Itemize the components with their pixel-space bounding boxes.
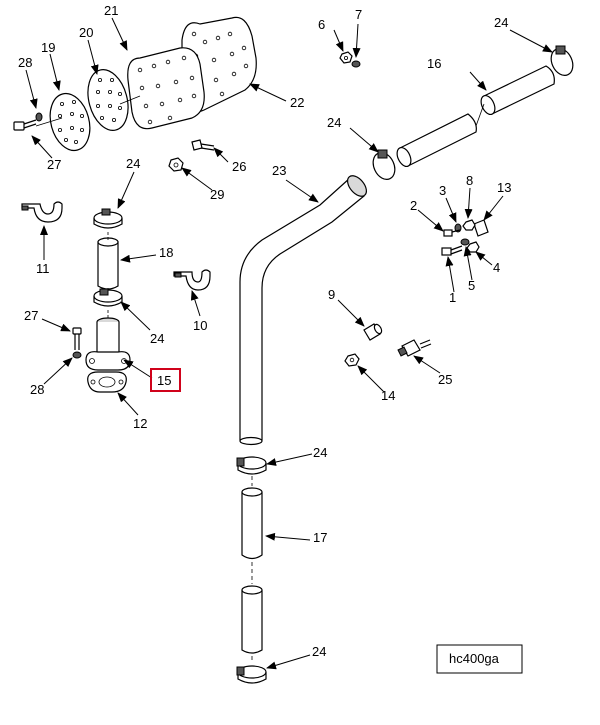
callout-24-top-right: 24	[494, 15, 508, 30]
clamp-24-elbow	[372, 149, 396, 180]
callout-24-mid-upper: 24	[313, 445, 327, 460]
bolt-27-lower	[72, 327, 82, 350]
stud-26	[191, 139, 215, 151]
clamp-24-top-right	[550, 45, 574, 76]
callout-10: 10	[193, 318, 207, 333]
drawing-code-text: hc400ga	[449, 651, 500, 666]
callout-14: 14	[381, 388, 395, 403]
callout-8: 8	[466, 173, 473, 188]
connector-25	[397, 339, 432, 357]
callout-3: 3	[439, 183, 446, 198]
washer-28-lower	[72, 351, 82, 359]
nut-14	[344, 353, 360, 367]
callout-2: 2	[410, 198, 417, 213]
callout-24-left-top: 24	[126, 156, 140, 171]
nut-8	[462, 219, 476, 231]
callout-28-lower: 28	[30, 382, 44, 397]
callout-9: 9	[328, 287, 335, 302]
callout-17: 17	[313, 530, 327, 545]
callout-13: 13	[497, 180, 511, 195]
clamp-10	[173, 269, 211, 291]
callout-12: 12	[133, 416, 147, 431]
plate-21	[127, 47, 205, 130]
callout-29: 29	[210, 187, 224, 202]
callout-15: 15	[157, 373, 171, 388]
leader-lines	[25, 17, 553, 670]
callout-19: 19	[41, 40, 55, 55]
callout-28-top: 28	[18, 55, 32, 70]
washer-28-top	[35, 112, 43, 122]
pipe-18	[97, 237, 119, 290]
callout-26: 26	[232, 159, 246, 174]
pipe-17	[241, 487, 263, 654]
callout-5: 5	[468, 278, 475, 293]
nut-6	[339, 51, 353, 64]
callout-16: 16	[427, 56, 441, 71]
callout-21: 21	[104, 3, 118, 18]
bracket-13	[473, 219, 489, 237]
clamp-24-upper	[93, 208, 123, 229]
callout-18: 18	[159, 245, 173, 260]
clamp-24-mid-upper	[236, 456, 267, 475]
callout-4: 4	[493, 260, 500, 275]
clamp-11	[21, 201, 63, 223]
bolt-27-top	[13, 119, 37, 131]
callout-27-lower: 27	[24, 308, 38, 323]
washer-7	[351, 60, 361, 68]
callout-labels: 21 20 19 28 22 27 6 7 26 29 11 24 18 24 …	[18, 3, 511, 659]
plate-20	[87, 69, 129, 131]
clamp-24-bottom	[236, 665, 267, 684]
callout-20: 20	[79, 25, 93, 40]
callout-25: 25	[438, 372, 452, 387]
callout-7: 7	[355, 7, 362, 22]
callout-6: 6	[318, 17, 325, 32]
pipe-16	[396, 65, 555, 168]
callout-15-highlight-box	[150, 368, 181, 392]
callout-22: 22	[290, 95, 304, 110]
washer-5	[460, 238, 470, 246]
coupling-9	[363, 323, 383, 341]
gasket-12	[87, 371, 127, 393]
tailpipe-23	[239, 175, 367, 446]
nut-29	[168, 157, 184, 172]
bolt-1	[441, 245, 463, 256]
callout-1: 1	[449, 290, 456, 305]
clamp-24-middle	[93, 288, 123, 307]
flange-pipe-15	[85, 317, 131, 371]
callout-24-bottom: 24	[312, 644, 326, 659]
bolt-2	[443, 229, 461, 237]
callout-23: 23	[272, 163, 286, 178]
callout-24-elbow: 24	[327, 115, 341, 130]
callout-24-left-mid: 24	[150, 331, 164, 346]
callout-11: 11	[36, 261, 50, 276]
drawing-code-label: hc400ga	[436, 644, 523, 674]
callout-27-top: 27	[47, 157, 61, 172]
plate-19	[49, 92, 91, 152]
